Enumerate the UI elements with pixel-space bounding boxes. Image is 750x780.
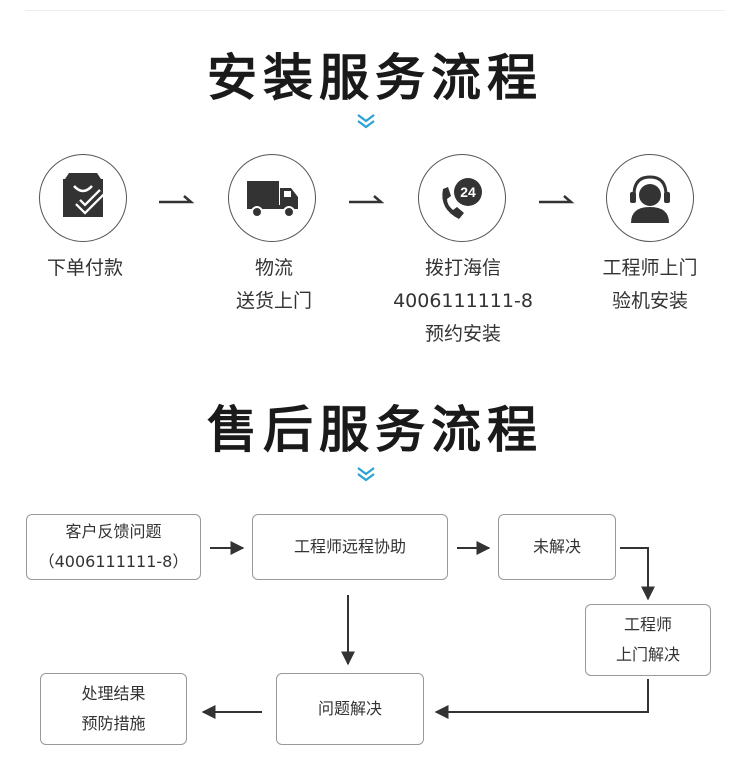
chevron-down-icon [357, 467, 375, 482]
node-remote-assist: 工程师远程协助 [252, 514, 448, 580]
after-sales-title: 售后服务流程 [207, 401, 543, 459]
node-onsite-fix: 工程师 上门解决 [585, 604, 711, 676]
step-3-label: 拨打海信 4006111111-8 预约安装 [378, 252, 548, 351]
phone-24-icon: 24 [442, 178, 482, 219]
node-report-line-1: 客户反馈问题 [65, 522, 162, 541]
step-3-line-3: 预约安装 [424, 323, 501, 345]
step-order-pay [39, 154, 127, 242]
shopping-bag-check-icon [63, 173, 105, 217]
node-solved-line-1: 问题解决 [317, 699, 382, 718]
top-divider [25, 10, 725, 11]
step-2-label: 物流 送货上门 [189, 252, 359, 318]
chevron-down-icon [357, 114, 375, 129]
arrow-right-icon [539, 195, 575, 204]
step-engineer-visit [606, 154, 694, 242]
step-logistics [228, 154, 316, 242]
node-report-line-2: （4006111111-8） [38, 552, 189, 571]
node-onsite-line-2: 上门解决 [615, 645, 680, 664]
svg-text:24: 24 [460, 184, 476, 200]
step-4-line-2: 验机安装 [611, 290, 688, 312]
node-onsite-line-1: 工程师 [623, 615, 672, 634]
step-2-line-1: 物流 [254, 257, 293, 279]
install-title: 安装服务流程 [207, 49, 543, 107]
node-result-prevention: 处理结果 预防措施 [40, 673, 187, 745]
headset-agent-icon [630, 175, 670, 223]
step-2-line-2: 送货上门 [235, 290, 312, 312]
step-1-label: 下单付款 [0, 252, 170, 285]
node-problem-solved: 问题解决 [276, 673, 424, 745]
arrow-right-icon [159, 195, 195, 204]
step-4-line-1: 工程师上门 [602, 257, 698, 279]
arrow-unsolved-to-onsite [620, 547, 655, 601]
arrow-right-icon [349, 195, 385, 204]
step-3-line-1: 拨打海信 [424, 257, 501, 279]
node-unsolved-line-1: 未解决 [532, 537, 581, 556]
node-customer-report: 客户反馈问题 （4006111111-8） [26, 514, 201, 580]
step-3-line-2: 4006111111-8 [393, 290, 533, 312]
node-result-line-2: 预防措施 [81, 714, 146, 733]
step-call-hisense: 24 [418, 154, 506, 242]
step-4-label: 工程师上门 验机安装 [565, 252, 735, 318]
delivery-truck-icon [247, 181, 298, 218]
node-result-line-1: 处理结果 [81, 684, 146, 703]
node-remote-line-1: 工程师远程协助 [293, 537, 406, 556]
step-1-line-1: 下单付款 [46, 257, 123, 279]
node-unsolved: 未解决 [498, 514, 616, 580]
arrow-onsite-to-solved [434, 679, 649, 719]
